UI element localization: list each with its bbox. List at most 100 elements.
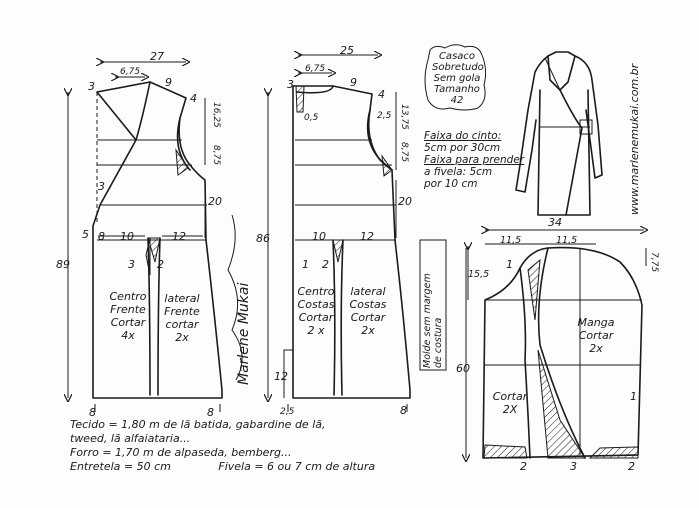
front-m4: 4: [190, 92, 197, 105]
seam-line: Molde sem margem: [422, 273, 433, 368]
back-m1: 1: [302, 258, 309, 271]
back-side-line: 2x: [361, 324, 375, 337]
front-side-line: 2x: [175, 331, 189, 344]
seam-note-box: [419, 239, 447, 371]
front-m3b: 3: [98, 180, 105, 193]
front-width-top: 27: [150, 50, 164, 63]
back-m1375: 13,75: [399, 104, 409, 130]
front-m10: 10: [120, 230, 134, 243]
sleeve-m1a: 1: [506, 258, 513, 271]
belt-note: Faixa do cinto: 5cm por 30cm Faixa para …: [424, 130, 524, 190]
back-m05: 0,5: [304, 113, 319, 123]
title-cloud: [424, 44, 487, 111]
front-m1625: 16,25: [211, 102, 221, 128]
sleeve-m2b: 2: [628, 460, 635, 473]
front-side-line: lateral: [164, 292, 200, 305]
belt-line: Faixa para prender: [424, 154, 525, 166]
sleeve-pattern: [466, 230, 646, 458]
front-center-line: Frente: [110, 303, 146, 316]
sleeve-m775: 7,75: [649, 252, 659, 273]
back-center-line: Centro: [297, 285, 335, 298]
back-center-label: Centro Costas Cortar 2 x: [296, 285, 336, 337]
fabric-notes: Tecido = 1,80 m de lã batida, gabardine …: [70, 418, 375, 474]
front-m2: 2: [157, 258, 164, 271]
belt-line: por 10 cm: [424, 178, 478, 190]
front-pattern: [68, 62, 223, 412]
front-center-line: 4x: [121, 329, 135, 342]
sleeve-main-line: Cortar: [578, 329, 614, 342]
back-center-line: 2 x: [307, 324, 325, 337]
back-m10: 10: [312, 230, 326, 243]
fabric-line: Forro = 1,70 m de alpaseda, bemberg...: [70, 446, 292, 459]
front-m12: 12: [172, 230, 186, 243]
back-shoulder: 9: [350, 76, 357, 89]
back-center-line: Costas: [297, 298, 335, 311]
back-pattern: [268, 55, 411, 412]
back-m25: 2,5: [377, 111, 392, 121]
sleeve-width: 34: [548, 216, 562, 229]
back-m4: 4: [378, 88, 385, 101]
back-m12b: 12: [274, 370, 288, 383]
signature-text: Marlene Mukai: [236, 282, 252, 385]
belt-line: Faixa do cinto:: [424, 130, 502, 142]
front-center-label: Centro Frente Cortar 4x: [106, 290, 150, 342]
fabric-line-row: Entretela = 50 cm Fivela = 6 ou 7 cm de …: [70, 460, 375, 474]
front-side-line: cortar: [165, 318, 199, 331]
front-m875: 8,75: [211, 145, 221, 166]
seam-line: de costura: [433, 317, 444, 368]
back-m3: 3: [287, 78, 294, 91]
seam-note: Molde sem margem de costura: [422, 273, 444, 368]
back-side-line: lateral: [350, 285, 386, 298]
belt-line: a fivela: 5cm: [424, 166, 493, 178]
front-shoulder: 9: [165, 76, 172, 89]
back-height: 86: [256, 232, 270, 245]
back-neck-width: 6,75: [305, 64, 326, 74]
sleeve-height: 60: [456, 362, 470, 375]
front-center-line: Cortar: [110, 316, 146, 329]
title-block: Casaco Sobretudo Sem gola Tamanho 42: [432, 51, 484, 106]
front-m5: 5: [82, 228, 89, 241]
back-side-label: lateral Costas Cortar 2x: [346, 285, 390, 337]
back-width-top: 25: [340, 44, 354, 57]
title-line: Casaco: [438, 51, 476, 62]
sleeve-m155: 15,5: [468, 269, 490, 280]
title-line: Sem gola: [433, 73, 481, 84]
back-side-line: Cortar: [350, 311, 386, 324]
front-height: 89: [56, 258, 70, 271]
back-m875: 8,75: [399, 142, 409, 163]
title-line: 42: [450, 95, 464, 106]
front-m8b: 8: [89, 406, 96, 419]
sleeve-under-label: Cortar 2X: [490, 390, 530, 416]
sleeve-under-line: 2X: [502, 403, 518, 416]
title-line: Sobretudo: [432, 62, 484, 73]
sleeve-m115b: 11,5: [556, 235, 578, 246]
title-line: Tamanho: [434, 84, 480, 95]
fabric-interfacing: Entretela = 50 cm: [70, 460, 171, 473]
front-m8a: 8: [98, 230, 105, 243]
sleeve-m1b: 1: [630, 390, 637, 403]
back-m2: 2: [322, 258, 329, 271]
back-m20: 20: [398, 195, 412, 208]
front-side-label: lateral Frente cortar 2x: [160, 292, 204, 344]
front-neck-width: 6,75: [120, 67, 141, 77]
signature-mark: [227, 214, 243, 381]
belt-line: 5cm por 30cm: [424, 142, 501, 154]
back-m25b: 2,5: [280, 407, 295, 417]
back-center-line: Cortar: [298, 311, 334, 324]
sleeve-m115a: 11,5: [500, 235, 522, 246]
fabric-line: Tecido = 1,80 m de lã batida, gabardine …: [70, 418, 326, 431]
back-side-line: Costas: [349, 298, 387, 311]
back-m12: 12: [360, 230, 374, 243]
front-m20: 20: [208, 195, 222, 208]
sleeve-main-line: Manga: [577, 316, 615, 329]
front-m3c: 3: [128, 258, 135, 271]
fabric-line: tweed, lã alfaiataria...: [70, 432, 191, 445]
sleeve-m2: 2: [520, 460, 527, 473]
front-side-line: Frente: [164, 305, 200, 318]
back-m8: 8: [400, 404, 407, 417]
sleeve-main-line: 2x: [589, 342, 603, 355]
coat-sketch-icon: [515, 51, 603, 216]
front-m8c: 8: [207, 406, 214, 419]
front-m3: 3: [88, 80, 95, 93]
